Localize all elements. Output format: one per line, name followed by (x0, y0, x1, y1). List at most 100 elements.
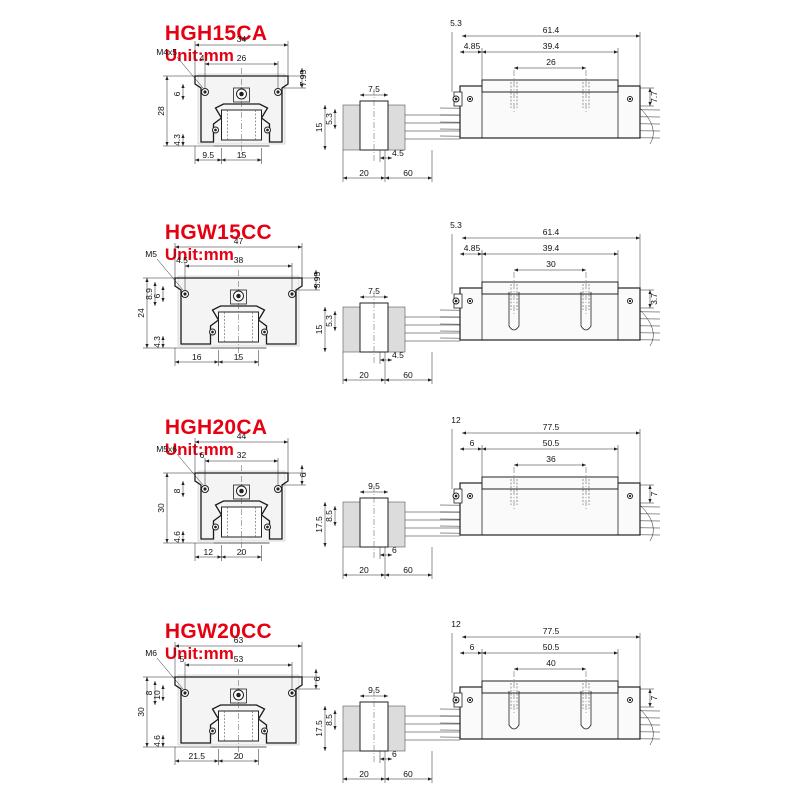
dim-thread: M4x5 (156, 47, 177, 57)
dim-top-right: 3.95 (312, 271, 322, 288)
dim-side-right: 7.7 (649, 91, 659, 103)
dim-profile-b2: 60 (403, 769, 413, 779)
dim-profile-top: 9.5 (368, 685, 380, 695)
dim-profile-left-b: 15 (314, 123, 324, 133)
dim-edge: 4 (200, 53, 205, 63)
dim-profile-left-b: 15 (314, 325, 324, 335)
dim-rail-offset: 9.5 (202, 150, 214, 160)
dim-side-c: 4.85 (464, 41, 481, 51)
dim-side-right: 7 (649, 491, 659, 496)
dim-extra-height: 8 (144, 690, 154, 695)
side-view: 61.4 5.3 39.4 4.85 26 7.7 (439, 18, 661, 145)
dim-rail-offset: 16 (192, 352, 202, 362)
section-title-hgh20ca: HGH20CA Unit:mm (156, 398, 272, 460)
dim-edge: 5 (180, 654, 185, 664)
model-name: HGH15CA (164, 22, 268, 45)
model-name: HGW20CC (164, 620, 273, 643)
dim-thread: M5x6 (156, 444, 177, 454)
dim-side-d: 50.5 (543, 438, 560, 448)
dim-profile-b1: 20 (359, 769, 369, 779)
dim-profile-left-b: 17.5 (314, 516, 324, 533)
dim-width: 34 (237, 34, 247, 44)
dim-pitch: 53 (234, 654, 244, 664)
dim-side-c: 6 (470, 642, 475, 652)
dim-width: 63 (234, 635, 244, 645)
dim-height: 24 (136, 308, 146, 318)
dim-bottom: 4.3 (172, 134, 182, 146)
dim-side-height: 6 (172, 91, 182, 96)
dim-side-right: 7 (649, 695, 659, 700)
unit-label: Unit:mm (164, 245, 234, 264)
dim-side-total: 61.4 (543, 25, 560, 35)
unit-label: Unit:mm (164, 46, 234, 65)
dim-profile-small: 6 (392, 749, 397, 759)
dim-side-total: 61.4 (543, 227, 560, 237)
dim-profile-left-a: 5.3 (324, 315, 334, 327)
dim-profile-small: 6 (392, 545, 397, 555)
dim-side-total: 77.5 (543, 422, 560, 432)
dim-side-a: 5.3 (450, 18, 462, 28)
dim-side-e: 36 (546, 454, 556, 464)
dim-thread: M6 (145, 648, 157, 658)
dim-profile-b2: 60 (403, 370, 413, 380)
dim-top-right: 6 (298, 472, 308, 477)
rail-profile-view: 9.5 8.517.5 6 20 60 (314, 685, 460, 783)
dim-profile-left-b: 17.5 (314, 720, 324, 737)
unit-label: Unit:mm (164, 644, 234, 663)
dim-profile-left-a: 8.5 (324, 510, 334, 522)
dim-top-right: 6 (312, 676, 322, 681)
dim-width: 47 (234, 236, 244, 246)
dim-profile-b1: 20 (359, 370, 369, 380)
dim-extra-height: 8.9 (144, 288, 154, 300)
dim-pitch: 26 (237, 53, 247, 63)
dim-rail-width: 20 (234, 751, 244, 761)
dim-profile-b2: 60 (403, 168, 413, 178)
dim-width: 44 (237, 431, 247, 441)
section-title-hgw15cc: HGW15CC Unit:mm (156, 203, 276, 265)
dim-side-height: 8 (172, 488, 182, 493)
dim-profile-b2: 60 (403, 565, 413, 575)
dim-side-a: 12 (451, 619, 461, 629)
dim-profile-left-a: 8.5 (324, 714, 334, 726)
dim-side-right: 3.7 (649, 293, 659, 305)
dim-profile-top: 7.5 (368, 286, 380, 296)
dim-edge: 6 (200, 450, 205, 460)
dim-top-right: 7.95 (298, 69, 308, 86)
dim-side-d: 39.4 (543, 41, 560, 51)
dim-bottom: 4.6 (172, 531, 182, 543)
front-view: 63 53 5 M6 30 108 4.6 6 21.5 20 (136, 635, 322, 765)
dim-thread: M5 (145, 249, 157, 259)
dim-side-c: 6 (470, 438, 475, 448)
dim-side-d: 39.4 (543, 243, 560, 253)
dim-profile-left-a: 5.3 (324, 113, 334, 125)
dim-rail-width: 15 (234, 352, 244, 362)
dim-profile-top: 9.5 (368, 481, 380, 491)
dim-bottom: 4.3 (152, 336, 162, 348)
dim-side-height: 6 (152, 293, 162, 298)
dim-side-c: 4.85 (464, 243, 481, 253)
dim-side-e: 26 (546, 57, 556, 67)
dim-height: 28 (156, 106, 166, 116)
dim-side-e: 30 (546, 259, 556, 269)
dim-rail-offset: 21.5 (188, 751, 205, 761)
dim-rail-offset: 12 (204, 547, 214, 557)
dim-rail-width: 20 (237, 547, 247, 557)
dim-height: 30 (136, 707, 146, 717)
dim-bottom: 4.6 (152, 735, 162, 747)
dim-side-height: 10 (152, 690, 162, 700)
dim-height: 30 (156, 503, 166, 513)
dim-side-total: 77.5 (543, 626, 560, 636)
